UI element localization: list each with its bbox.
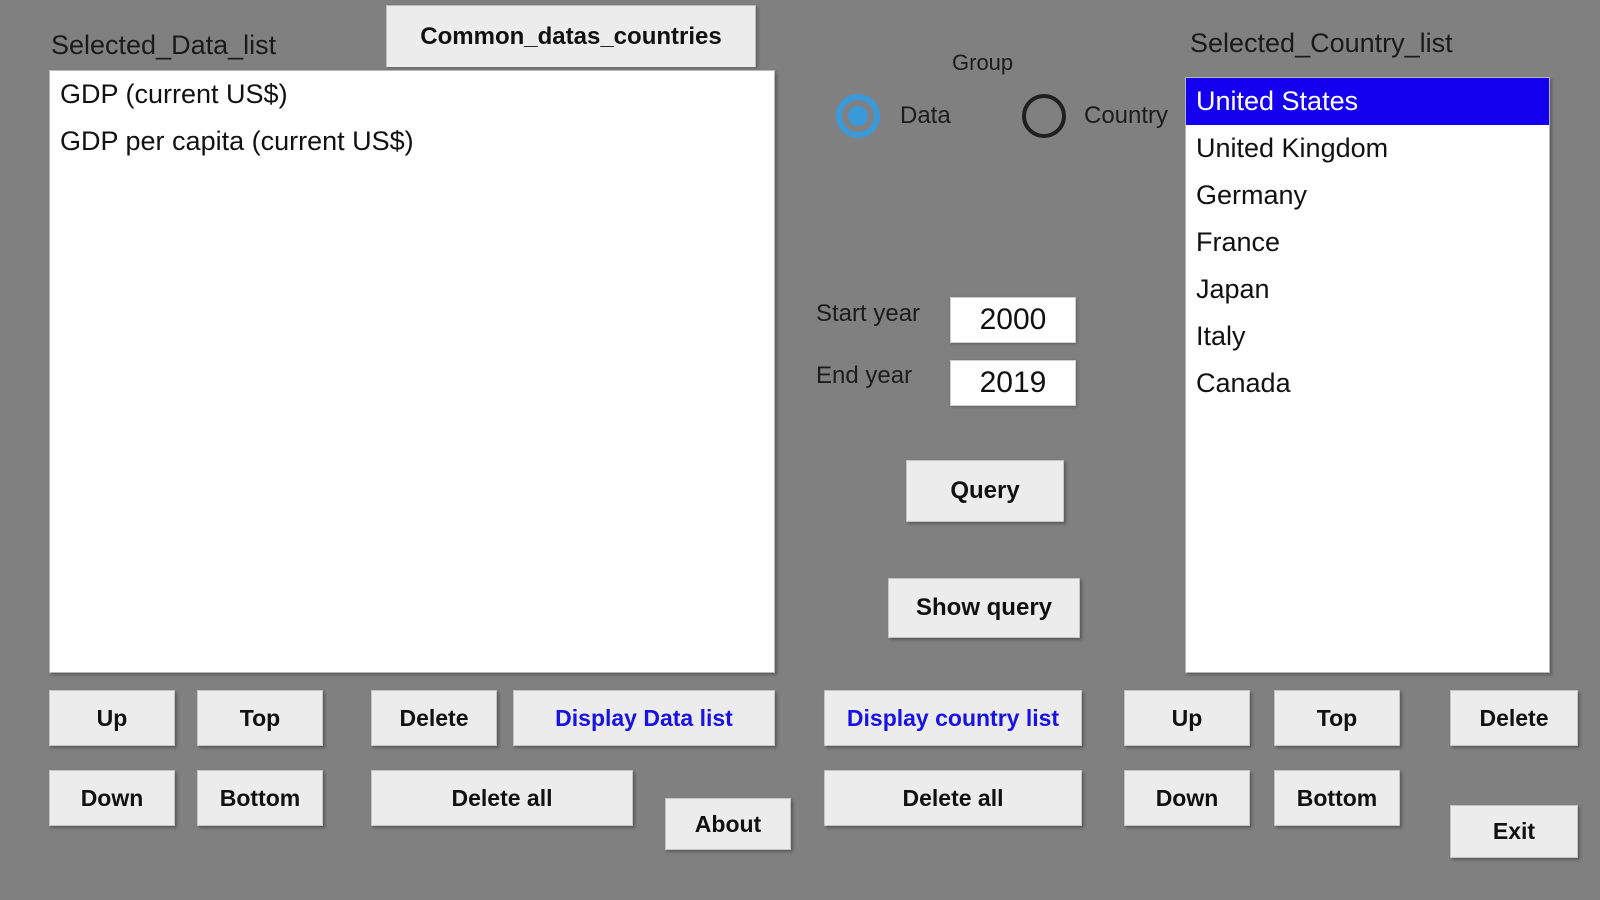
start-year-value: 2000 — [979, 303, 1047, 336]
display-data-list-button[interactable]: Display Data list — [513, 690, 775, 746]
radio-group-country[interactable] — [1022, 94, 1066, 138]
country-down-label: Down — [1155, 784, 1219, 811]
exit-label: Exit — [1492, 818, 1536, 844]
show-query-button[interactable]: Show query — [888, 578, 1080, 638]
country-list-item[interactable]: Italy — [1196, 321, 1246, 351]
country-list-title: Selected_Country_list — [1190, 28, 1453, 58]
end-year-value: 2019 — [979, 366, 1047, 399]
about-label: About — [694, 810, 762, 837]
country-list-item[interactable]: United Kingdom — [1196, 133, 1389, 163]
country-down-button[interactable]: Down — [1124, 770, 1250, 826]
display-data-list-label: Display Data list — [555, 704, 733, 731]
data-bottom-label: Bottom — [219, 784, 301, 811]
country-list-item[interactable]: Canada — [1196, 368, 1291, 398]
country-list-item[interactable]: Japan — [1196, 274, 1270, 304]
data-list-item[interactable]: GDP per capita (current US$) — [60, 126, 414, 156]
about-button[interactable]: About — [665, 798, 791, 850]
tab-label: Common_datas_countries — [420, 22, 722, 50]
country-up-label: Up — [1171, 704, 1203, 731]
data-down-button[interactable]: Down — [49, 770, 175, 826]
country-top-button[interactable]: Top — [1274, 690, 1400, 746]
data-up-label: Up — [96, 704, 128, 731]
country-list-item[interactable]: France — [1196, 227, 1281, 257]
data-delete-button[interactable]: Delete — [371, 690, 497, 746]
data-delete-label: Delete — [399, 704, 469, 731]
data-list-title: Selected_Data_list — [51, 30, 277, 60]
country-bottom-button[interactable]: Bottom — [1274, 770, 1400, 826]
radio-group-data-label: Data — [900, 102, 951, 129]
radio-group-country-label: Country — [1084, 102, 1169, 129]
exit-button[interactable]: Exit — [1450, 805, 1578, 858]
selected-data-listbox[interactable]: GDP (current US$) GDP per capita (current… — [49, 70, 775, 673]
display-country-list-label: Display country list — [846, 704, 1060, 731]
end-year-label: End year — [816, 362, 913, 389]
end-year-input[interactable]: 2019 — [950, 360, 1076, 406]
country-delete-all-label: Delete all — [902, 784, 1004, 811]
data-list-item[interactable]: GDP (current US$) — [60, 79, 288, 109]
query-button[interactable]: Query — [906, 460, 1064, 522]
show-query-label: Show query — [915, 594, 1053, 621]
query-label: Query — [950, 477, 1020, 504]
country-list-item[interactable]: United States — [1186, 78, 1549, 125]
start-year-input[interactable]: 2000 — [950, 297, 1076, 343]
data-top-button[interactable]: Top — [197, 690, 323, 746]
tab-common-datas-countries[interactable]: Common_datas_countries — [386, 5, 756, 67]
country-top-label: Top — [1316, 704, 1358, 731]
data-up-button[interactable]: Up — [49, 690, 175, 746]
group-label: Group — [952, 50, 1014, 75]
data-delete-all-label: Delete all — [451, 784, 553, 811]
data-bottom-button[interactable]: Bottom — [197, 770, 323, 826]
country-delete-button[interactable]: Delete — [1450, 690, 1578, 746]
country-up-button[interactable]: Up — [1124, 690, 1250, 746]
start-year-label: Start year — [816, 300, 921, 327]
data-down-label: Down — [80, 784, 144, 811]
country-list-item[interactable]: Germany — [1196, 180, 1308, 210]
country-delete-all-button[interactable]: Delete all — [824, 770, 1082, 826]
country-bottom-label: Bottom — [1296, 784, 1378, 811]
display-country-list-button[interactable]: Display country list — [824, 690, 1082, 746]
data-delete-all-button[interactable]: Delete all — [371, 770, 633, 826]
country-delete-label: Delete — [1479, 704, 1549, 731]
data-top-label: Top — [239, 704, 281, 731]
radio-group-data[interactable] — [836, 94, 880, 138]
